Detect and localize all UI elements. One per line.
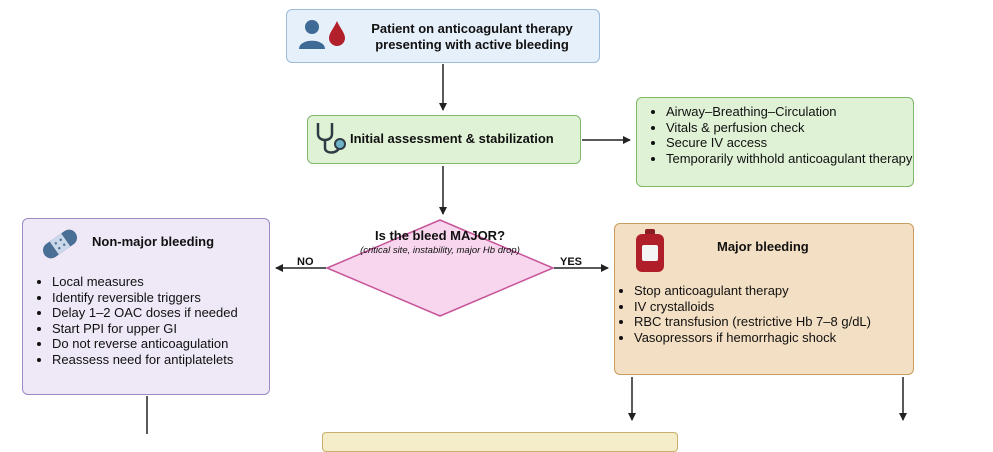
list-item: RBC transfusion (restrictive Hb 7–8 g/dL…: [634, 314, 924, 330]
assessment-node: [307, 115, 581, 164]
patient-icon: [299, 20, 325, 49]
flow-connectors: [146, 64, 907, 434]
stethoscope-icon: [316, 123, 346, 154]
list-item: Stop anticoagulant therapy: [634, 283, 924, 299]
list-item: Vitals & perfusion check: [666, 120, 921, 136]
next-step-node: [322, 432, 678, 452]
blood-drop-icon: [329, 21, 345, 46]
decision-diamond: [325, 219, 555, 317]
list-item: Temporarily withhold anticoagulant thera…: [666, 151, 921, 167]
assessment-title: Initial assessment & stabilization: [350, 131, 554, 146]
non-major-actions-list: Local measures Identify reversible trigg…: [37, 274, 284, 367]
list-item: Identify reversible triggers: [52, 290, 284, 306]
stabilization-steps-node: [636, 97, 914, 187]
list-item: Airway–Breathing–Circulation: [666, 104, 921, 120]
decision-text: Is the bleed MAJOR? (critical site, inst…: [325, 228, 555, 257]
decision-question: Is the bleed MAJOR?: [374, 228, 506, 243]
major-actions-list: Stop anticoagulant therapy IV crystalloi…: [619, 283, 924, 345]
list-item: Delay 1–2 OAC doses if needed: [52, 305, 284, 321]
list-item: Do not reverse anticoagulation: [52, 336, 284, 352]
list-item: Start PPI for upper GI: [52, 321, 284, 337]
blood-bag-icon: [636, 229, 664, 272]
major-title: Major bleeding: [717, 239, 809, 254]
list-item: Local measures: [52, 274, 284, 290]
start-title: Patient on anticoagulant therapy present…: [371, 21, 573, 52]
decision-criteria: (critical site, instability, major Hb dr…: [360, 245, 520, 256]
non-major-title: Non-major bleeding: [92, 234, 215, 249]
list-item: Secure IV access: [666, 135, 921, 151]
list-item: Reassess need for antiplatelets: [52, 352, 284, 368]
stabilization-steps-list: Airway–Breathing–Circulation Vitals & pe…: [651, 104, 921, 166]
yes-label: YES: [560, 256, 583, 268]
list-item: Vasopressors if hemorrhagic shock: [634, 330, 924, 346]
no-label: NO: [297, 256, 314, 268]
list-item: IV crystalloids: [634, 299, 924, 315]
bandage-icon: [42, 229, 78, 259]
